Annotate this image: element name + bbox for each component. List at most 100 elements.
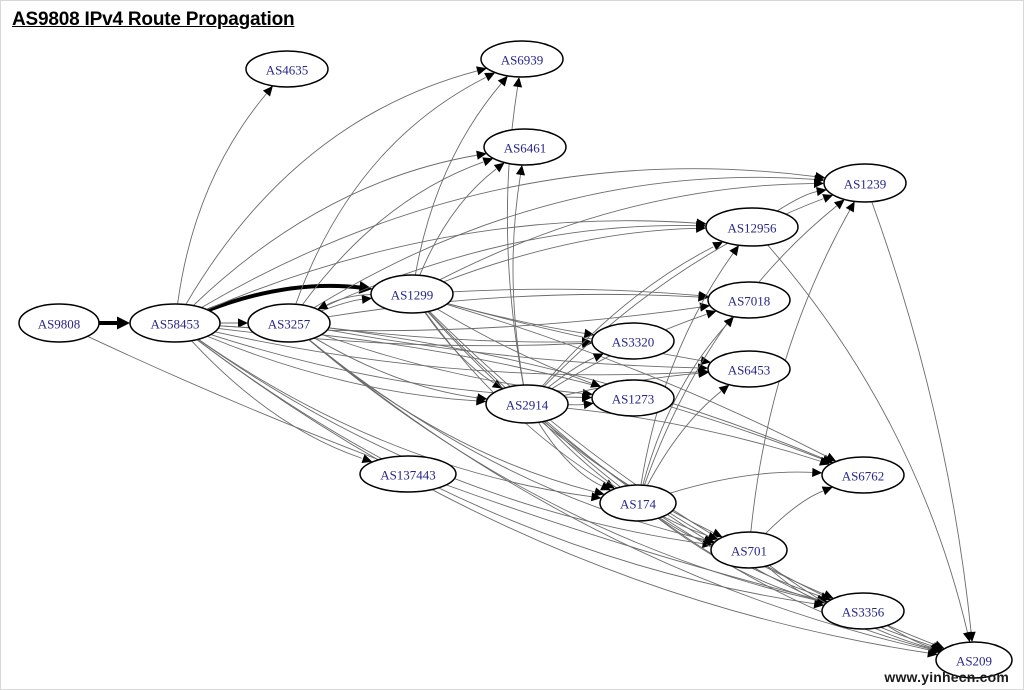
edge-AS58453-to-AS6461 <box>192 154 478 306</box>
edge-AS2914-to-AS3320 <box>547 357 595 388</box>
node-AS701[interactable]: AS701 <box>710 531 788 569</box>
edge-AS58453-to-AS1299 <box>207 283 364 313</box>
arrowhead-AS2914-to-AS1273 <box>583 399 594 410</box>
node-AS2914[interactable]: AS2914 <box>485 384 569 424</box>
arrowhead-AS174-to-AS6453 <box>718 384 730 395</box>
edge-AS58453-to-AS6453 <box>214 331 700 376</box>
edge-AS174-to-AS7018 <box>642 323 728 486</box>
node-AS3356[interactable]: AS3356 <box>821 592 905 630</box>
node-ellipse-AS3356[interactable] <box>821 592 905 630</box>
arrowhead-AS2914-to-AS701 <box>707 531 719 541</box>
arrowhead-AS58453-to-AS6461 <box>476 150 487 160</box>
node-AS7018[interactable]: AS7018 <box>707 281 791 319</box>
edge-AS2914-to-AS6762 <box>566 407 821 462</box>
node-AS6762[interactable]: AS6762 <box>821 456 905 494</box>
node-AS12956[interactable]: AS12956 <box>705 207 799 247</box>
node-ellipse-AS2914[interactable] <box>485 384 569 424</box>
node-ellipse-AS137443[interactable] <box>359 455 457 493</box>
edge-AS2914-to-AS174 <box>537 422 602 487</box>
arrowhead-AS1299-to-AS7018 <box>698 290 709 301</box>
edge-AS58453-to-AS4635 <box>177 93 267 305</box>
edge-AS3257-to-AS1239 <box>313 176 816 309</box>
arrowhead-AS3257-to-AS1299 <box>361 294 373 304</box>
node-ellipse-AS9808[interactable] <box>18 303 100 343</box>
arrowhead-AS1299-to-AS701 <box>711 528 723 538</box>
arrowhead-AS3257-to-AS6461 <box>482 157 494 167</box>
node-AS58453[interactable]: AS58453 <box>129 303 221 343</box>
edge-AS174-to-AS6762 <box>669 471 814 494</box>
node-AS6453[interactable]: AS6453 <box>707 350 791 388</box>
arrowhead-AS2914-to-AS6762 <box>819 456 830 466</box>
edge-AS3257-to-AS2914 <box>314 337 479 399</box>
node-layer: AS9808 AS58453 AS3257 AS1299 AS4635 AS6939AS6… <box>18 40 1013 679</box>
arrowhead-AS2914-to-AS3320 <box>592 353 604 362</box>
arrowhead-AS2914-to-AS12956 <box>712 241 724 251</box>
node-AS3257[interactable]: AS3257 <box>247 303 331 343</box>
edge-AS3257-to-AS12956 <box>317 225 698 310</box>
node-ellipse-AS1273[interactable] <box>591 379 675 417</box>
edge-AS58453-to-AS137443 <box>191 340 362 459</box>
node-AS1239[interactable]: AS1239 <box>823 163 907 203</box>
node-ellipse-AS4635[interactable] <box>245 50 329 88</box>
arrowhead-AS2914-to-AS7018 <box>705 309 717 319</box>
node-ellipse-AS3320[interactable] <box>591 322 675 360</box>
edge-AS3257-to-AS6453 <box>327 329 700 369</box>
edge-AS174-to-AS209 <box>658 517 932 650</box>
node-ellipse-AS701[interactable] <box>710 531 788 569</box>
node-ellipse-AS6939[interactable] <box>480 40 564 78</box>
node-AS6939[interactable]: AS6939 <box>480 40 564 78</box>
edge-AS12956-to-AS1239 <box>776 191 818 212</box>
edge-AS3257-to-AS7018 <box>327 293 700 318</box>
edge-AS2914-to-AS3356 <box>544 420 822 597</box>
node-ellipse-AS58453[interactable] <box>129 303 221 343</box>
node-ellipse-AS1239[interactable] <box>823 163 907 203</box>
node-ellipse-AS174[interactable] <box>599 484 677 522</box>
node-AS1299[interactable]: AS1299 <box>370 274 454 314</box>
edge-AS1299-to-AS7018 <box>452 288 700 297</box>
node-ellipse-AS3257[interactable] <box>247 303 331 343</box>
node-AS137443[interactable]: AS137443 <box>359 455 457 493</box>
edge-AS1239-to-AS209 <box>871 201 972 634</box>
edge-AS3257-to-AS6939 <box>295 77 486 305</box>
node-AS1273[interactable]: AS1273 <box>591 379 675 417</box>
arrowhead-AS174-to-AS6762 <box>812 467 823 478</box>
node-AS9808[interactable]: AS9808 <box>18 303 100 343</box>
arrowhead-AS58453-to-AS4635 <box>262 85 273 97</box>
node-ellipse-AS1299[interactable] <box>370 274 454 314</box>
node-ellipse-AS209[interactable] <box>935 641 1013 679</box>
edge-AS12956-to-AS209 <box>767 244 969 634</box>
edge-AS3257-to-AS6762 <box>328 327 824 459</box>
node-ellipse-AS12956[interactable] <box>705 207 799 247</box>
arrowhead-AS58453-to-AS7018 <box>699 302 711 312</box>
edge-AS58453-to-AS209 <box>196 339 929 654</box>
arrowhead-AS2914-to-AS6461 <box>515 164 525 176</box>
arrowhead-AS1299-to-AS2914 <box>491 379 503 389</box>
edge-AS1299-to-AS1239 <box>439 182 816 281</box>
node-ellipse-AS6453[interactable] <box>707 350 791 388</box>
arrowhead-AS58453-to-AS6939 <box>476 66 487 76</box>
edge-AS174-to-AS12956 <box>640 253 734 486</box>
arrowhead-AS3257-to-AS174 <box>593 487 605 497</box>
node-ellipse-AS7018[interactable] <box>707 281 791 319</box>
arrowhead-AS58453-to-AS3257 <box>238 318 248 328</box>
edge-AS58453-to-AS12956 <box>206 220 698 310</box>
edge-AS3257-to-AS6461 <box>301 161 484 306</box>
node-AS3320[interactable]: AS3320 <box>591 322 675 360</box>
edge-AS3257-to-AS1299 <box>320 298 363 312</box>
node-AS174[interactable]: AS174 <box>599 484 677 522</box>
arrowhead-AS1299-to-AS6453 <box>700 356 711 366</box>
node-AS6461[interactable]: AS6461 <box>483 128 567 166</box>
edge-AS1299-to-AS6762 <box>446 303 827 457</box>
arrowhead-AS2914-to-AS6453 <box>698 368 709 378</box>
arrowhead-AS58453-to-AS174 <box>590 492 602 502</box>
arrowhead-AS1299-to-AS6762 <box>825 452 837 462</box>
edge-AS1299-to-AS2914 <box>424 311 495 384</box>
node-ellipse-AS6461[interactable] <box>483 128 567 166</box>
node-ellipse-AS6762[interactable] <box>821 456 905 494</box>
edge-AS1299-to-AS12956 <box>443 227 698 283</box>
arrowhead-AS2914-to-AS6939 <box>513 76 523 88</box>
arrowhead-AS174-to-AS7018 <box>723 316 734 328</box>
node-AS4635[interactable]: AS4635 <box>245 50 329 88</box>
arrowhead-AS174-to-AS1239 <box>833 199 845 210</box>
